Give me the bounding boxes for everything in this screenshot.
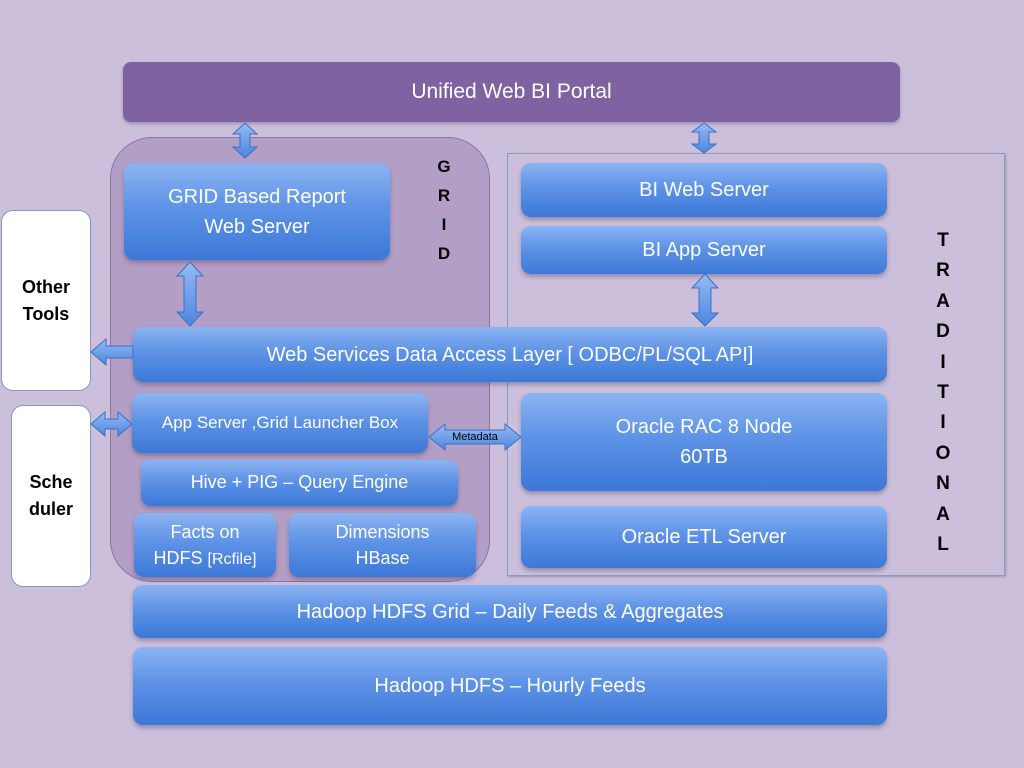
oracle-rac-line-1: Oracle RAC 8 Node [615,416,793,438]
facts-on-hdfs: Facts on HDFS [Rcfile] [134,513,276,577]
bi-web-server-label: BI Web Server [639,179,769,201]
portal-bar: Unified Web BI Portal [123,62,900,122]
traditional-letter: A [936,503,950,525]
oracle-rac: Oracle RAC 8 Node 60TB [521,393,887,491]
grid-report-web-server: GRID Based Report Web Server [124,163,390,260]
traditional-letter: L [937,534,949,556]
traditional-letter: N [936,473,950,495]
grid-letter: G [437,157,451,176]
traditional-letter: T [937,230,949,251]
hive-pig-label: Hive + PIG – Query Engine [190,472,409,493]
scheduler-line-2: duler [28,499,73,519]
grid-report-line-1: GRID Based Report [168,185,346,208]
traditional-letter: I [940,351,946,373]
oracle-etl-server: Oracle ETL Server [521,506,887,568]
grid-report-line-2: Web Server [204,215,310,238]
other-tools: Other Tools [1,210,91,391]
scheduler-line-1: Sche [29,472,73,492]
facts-hdfs: HDFS [153,547,208,568]
double-arrow-icon [90,410,133,438]
hadoop-hdfs-hourly: Hadoop HDFS – Hourly Feeds [133,647,887,725]
other-tools-line-1: Other [21,276,70,297]
oracle-etl-label: Oracle ETL Server [621,526,787,548]
bi-app-server-label: BI App Server [642,239,766,261]
scheduler: Sche duler [11,405,91,587]
web-services-data-access-layer: Web Services Data Access Layer [ ODBC/PL… [133,327,887,382]
grid-vertical-label: G R I D [433,152,455,268]
double-arrow-icon [231,122,259,159]
facts-line-2: HDFS [Rcfile] [154,545,257,571]
traditional-letter: D [936,321,950,343]
grid-letter: I [441,215,447,234]
double-arrow-icon [175,261,205,327]
other-tools-line-2: Tools [22,303,70,324]
dimensions-line-1: Dimensions [335,521,430,542]
double-arrow-icon [690,273,720,327]
traditional-letter: I [940,412,946,434]
grid-letter: D [437,244,451,263]
bi-app-server: BI App Server [521,226,887,274]
traditional-letter: O [935,442,951,464]
facts-rcfile: [Rcfile] [207,550,257,568]
app-server-grid-launcher: App Server ,Grid Launcher Box [132,393,428,453]
metadata-double-arrow-icon [428,422,522,452]
data-access-label: Web Services Data Access Layer [ ODBC/PL… [266,343,754,366]
hdfs-hourly-label: Hadoop HDFS – Hourly Feeds [374,675,646,697]
dimensions-line-2: HBase [355,548,410,568]
portal-label: Unified Web BI Portal [411,80,612,103]
traditional-letter: A [936,290,950,312]
metadata-label: Metadata [452,431,498,443]
oracle-rac-line-2: 60TB [680,446,728,468]
hadoop-hdfs-grid: Hadoop HDFS Grid – Daily Feeds & Aggrega… [133,585,887,638]
traditional-letter: T [937,382,949,404]
double-arrow-icon [690,122,718,154]
hive-pig-query-engine: Hive + PIG – Query Engine [141,460,458,506]
facts-line-1: Facts on [170,521,240,542]
traditional-letter: R [936,260,950,282]
app-server-label: App Server ,Grid Launcher Box [161,412,399,432]
grid-letter: R [437,186,451,205]
dimensions-hbase: Dimensions HBase [289,513,476,577]
traditional-vertical-label: T R A D I T I O N A L [932,226,954,560]
bi-web-server: BI Web Server [521,163,887,217]
hdfs-grid-label: Hadoop HDFS Grid – Daily Feeds & Aggrega… [296,600,724,623]
left-arrow-icon [90,337,134,367]
